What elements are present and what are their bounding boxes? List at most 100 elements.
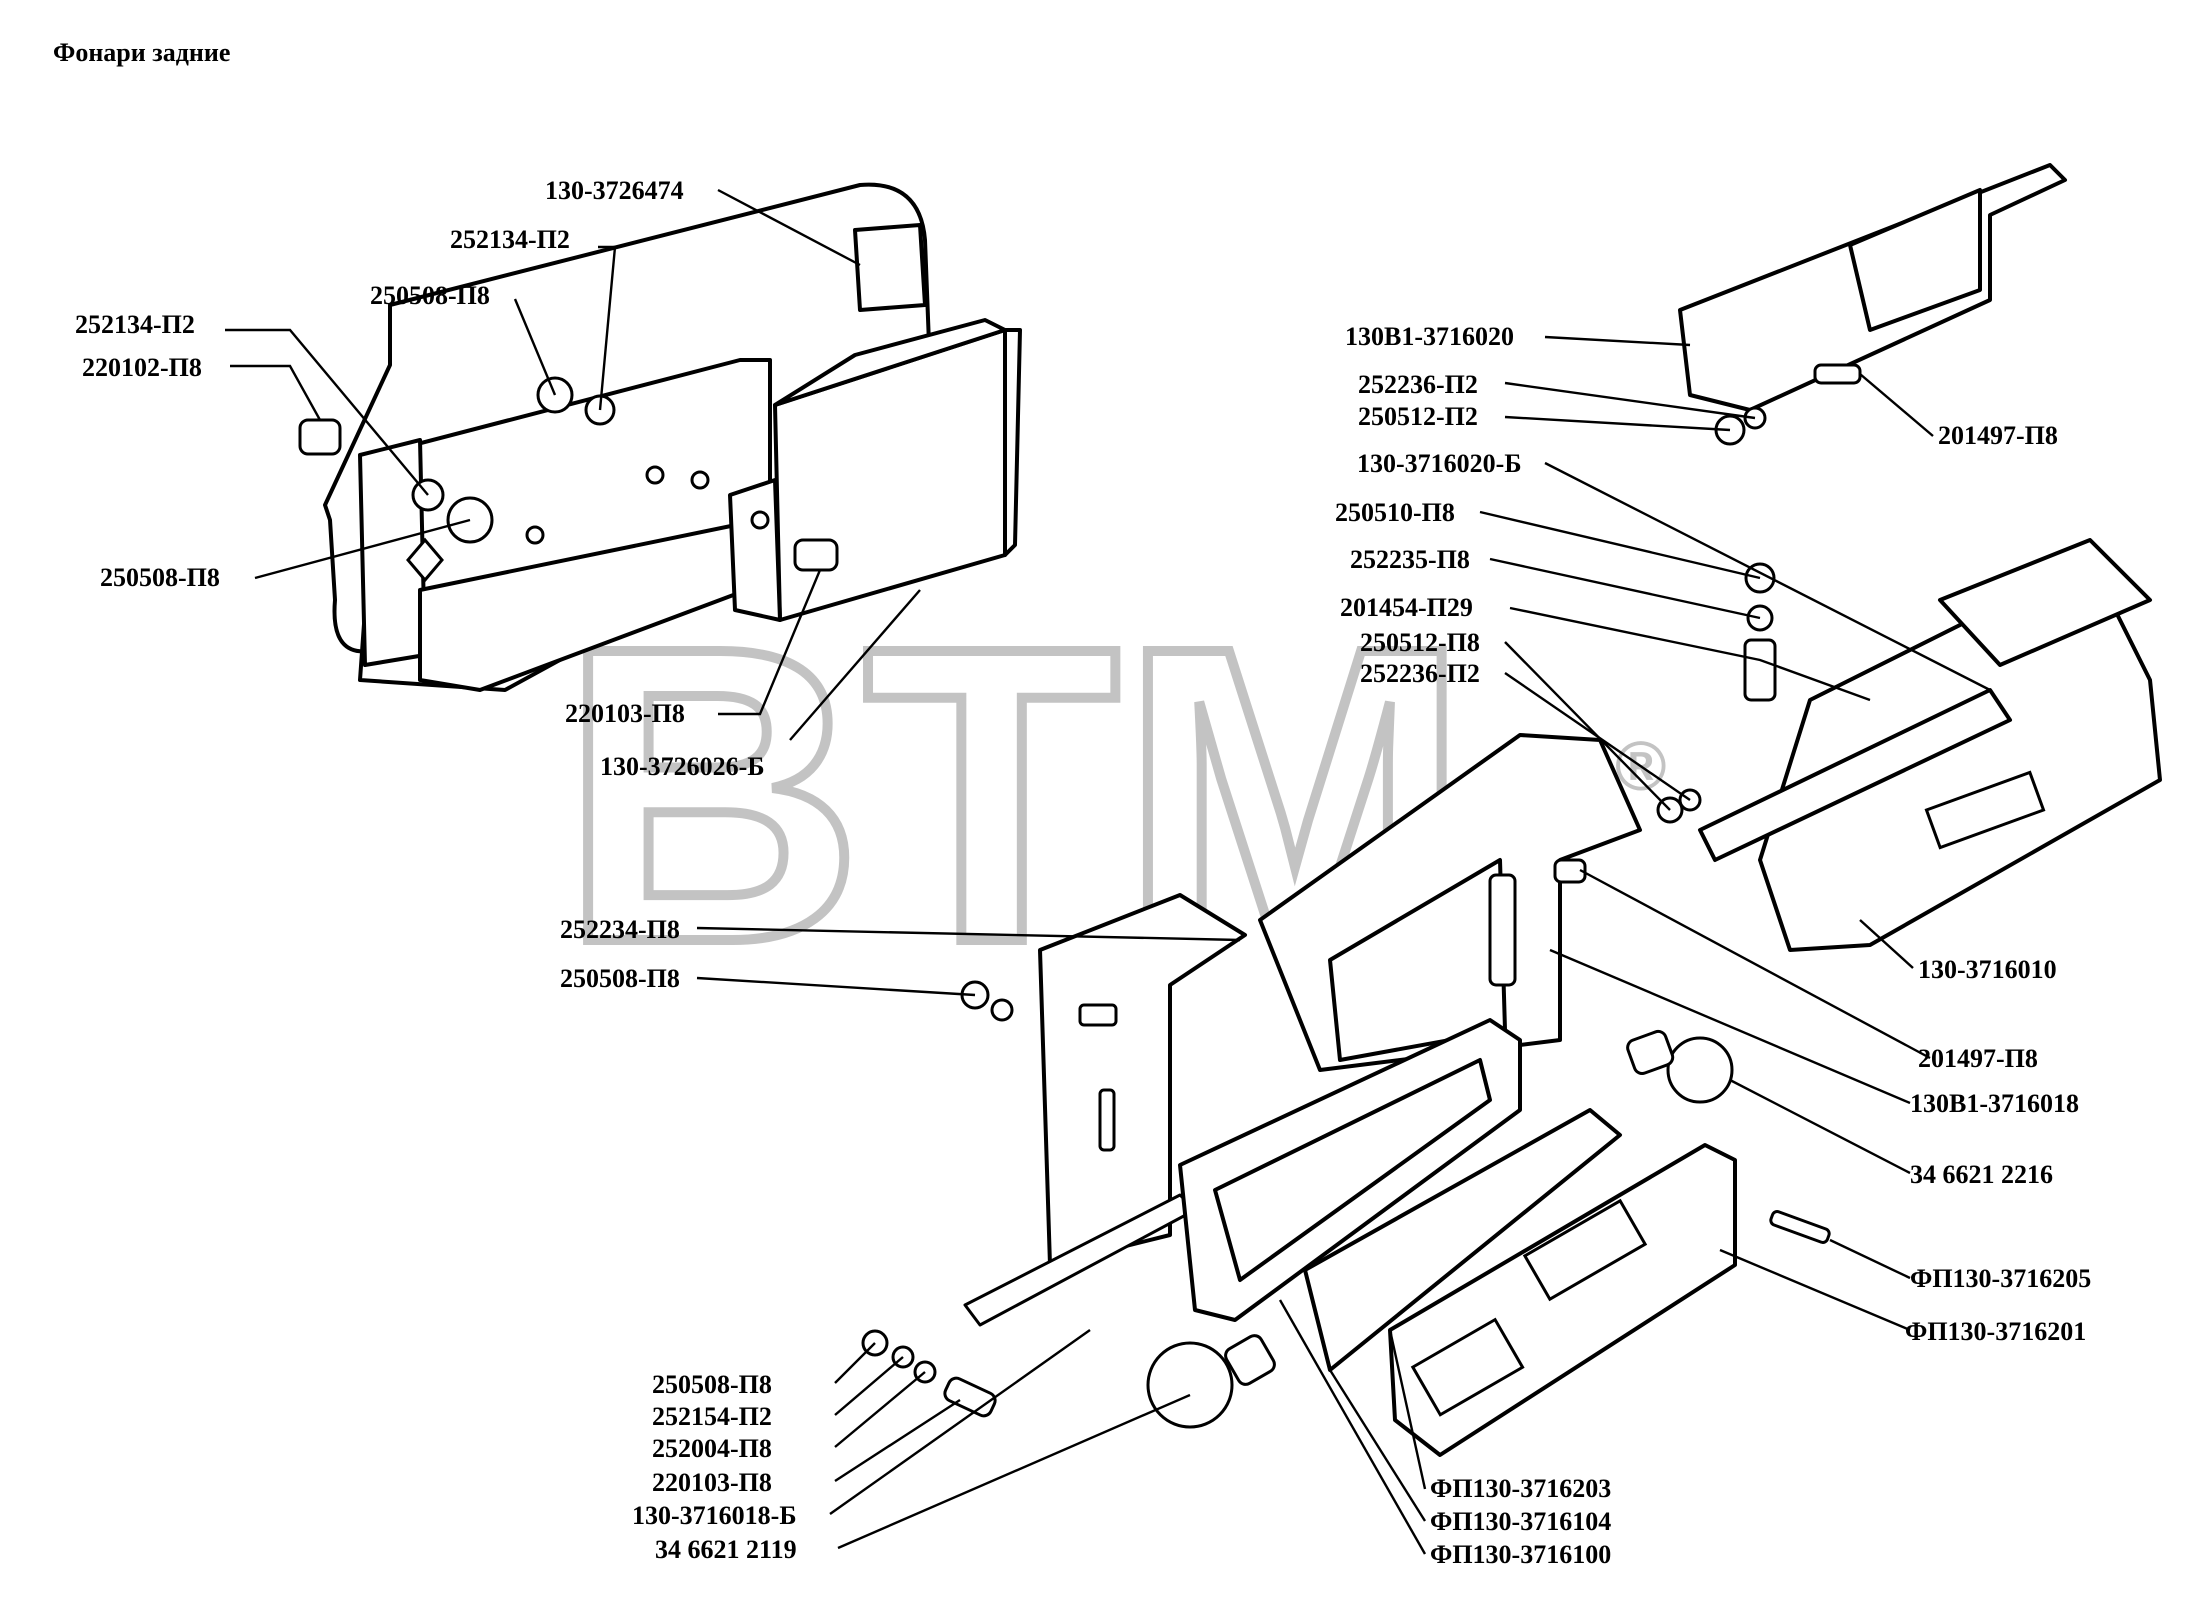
label-l22: 201497-П8 [1918, 1044, 2038, 1073]
label-l03: 250508-П8 [370, 281, 490, 310]
leader-l12 [1859, 373, 1934, 437]
leader-l03 [513, 298, 557, 396]
right-lamp-housing [1698, 538, 2162, 952]
label-l13: 130-3716020-Б [1357, 449, 1522, 478]
center-bracket [1258, 733, 1702, 1072]
leader-l29 [834, 1371, 926, 1448]
lamp-housing-top [773, 318, 1007, 407]
part-labels: 130-3726474 252134-П2 250508-П8 252134-П… [75, 176, 2091, 1569]
lens-window-2 [1410, 1317, 1525, 1417]
label-l12: 201497-П8 [1938, 421, 2058, 450]
bracket-slot-2 [1078, 1003, 1118, 1027]
label-l26: ФП130-3716201 [1905, 1317, 2086, 1346]
label-l17: 250512-П8 [1360, 628, 1480, 657]
leader-l31 [829, 1329, 1091, 1515]
housing-bracket-arm [1698, 688, 2012, 862]
leader-l01 [717, 188, 861, 267]
bracket-hole-2 [690, 470, 710, 490]
leader-l34 [1328, 1369, 1427, 1522]
leader-lines [225, 188, 1991, 1555]
label-l15: 252235-П8 [1350, 545, 1470, 574]
leader-l27 [834, 1342, 876, 1384]
upper-left-lamp-assembly [298, 182, 1022, 692]
bulb-base-2216 [1626, 1029, 1675, 1076]
leader-l15 [1489, 557, 1761, 620]
leader-l32 [837, 1393, 1191, 1550]
left-vertical-bracket [960, 893, 1247, 1327]
label-l08: 130-3726026-Б [600, 752, 765, 781]
leader-l21 [696, 976, 976, 997]
label-l29: 252004-П8 [652, 1434, 772, 1463]
label-l32: 34 6621 2119 [655, 1535, 797, 1564]
leader-l09 [1544, 335, 1691, 347]
upper-right-bracket [1678, 163, 2067, 446]
leader-l23 [1549, 948, 1911, 1105]
leader-l05 [230, 364, 322, 421]
leader-l22 [1579, 868, 1931, 1060]
label-l02: 252134-П2 [450, 225, 570, 254]
leader-l18 [1504, 672, 1691, 801]
label-l19: 130-3716010 [1918, 955, 2057, 984]
leader-l06 [254, 518, 471, 580]
leader-l28 [834, 1356, 904, 1416]
leader-l13 [1544, 461, 1991, 692]
leader-l07 [718, 569, 822, 716]
label-l14: 250510-П8 [1335, 498, 1455, 527]
leader-l08 [789, 589, 921, 741]
label-l24: 34 6621 2216 [1910, 1160, 2053, 1189]
label-l18: 252236-П2 [1360, 659, 1480, 688]
leader-l17 [1504, 641, 1671, 811]
label-l34: ФП130-3716104 [1430, 1507, 1611, 1536]
leader-l02 [598, 245, 617, 411]
leader-l16 [1509, 606, 1871, 702]
bracket-upper-fold [1848, 188, 1982, 332]
lamp-body [1178, 1018, 1831, 1457]
label-l06: 250508-П8 [100, 563, 220, 592]
bulb-34-6621-2119 [1146, 1341, 1234, 1429]
label-l10: 252236-П2 [1358, 370, 1478, 399]
label-l31: 130-3716018-Б [632, 1501, 797, 1530]
leader-l11 [1504, 415, 1731, 432]
screw-201454 [1743, 638, 1777, 702]
lamp-mount-ear [728, 478, 782, 622]
bracket-hole-1 [645, 465, 665, 485]
label-l27: 250508-П8 [652, 1370, 772, 1399]
label-l21: 250508-П8 [560, 964, 680, 993]
screw-220103-lower [943, 1376, 997, 1418]
upper-clip [853, 223, 927, 312]
label-l04: 252134-П2 [75, 310, 195, 339]
label-l16: 201454-П29 [1340, 593, 1473, 622]
leader-l26 [1719, 1248, 1911, 1332]
label-l30: 220103-П8 [652, 1468, 772, 1497]
leader-l25 [1829, 1238, 1911, 1280]
bolt-201497-center [1553, 858, 1587, 884]
bolt-201497-upper [1813, 363, 1862, 385]
screw-220103-upper [793, 538, 839, 572]
leader-l20 [696, 926, 1241, 942]
label-l28: 252154-П2 [652, 1402, 772, 1431]
label-l05: 220102-П8 [82, 353, 202, 382]
leader-l19 [1859, 919, 1914, 969]
lamp-body-inner [1213, 1058, 1492, 1282]
bulbs [1146, 1029, 1734, 1429]
lens-frame [1303, 1108, 1622, 1372]
bracket-hole-3 [525, 525, 545, 545]
bulb-base-2119 [1224, 1334, 1276, 1386]
label-l25: ФП130-3716205 [1910, 1264, 2091, 1293]
bulb-34-6621-2216 [1666, 1036, 1734, 1104]
bracket-hole-4 [750, 510, 770, 530]
screw-FP130-3716205 [1769, 1210, 1831, 1244]
label-l35: ФП130-3716100 [1430, 1540, 1611, 1569]
label-l09: 130В1-3716020 [1345, 322, 1514, 351]
washer-252234 [990, 998, 1014, 1022]
label-l20: 252234-П8 [560, 915, 680, 944]
page-title: Фонари задние [53, 38, 231, 67]
diamond-mark [406, 537, 444, 583]
lamp-housing-side [1003, 328, 1022, 557]
leader-l35 [1278, 1299, 1427, 1555]
bracket-slot-3 [1098, 1088, 1116, 1152]
leader-l30 [834, 1398, 961, 1483]
leader-l14 [1479, 510, 1761, 580]
leader-l04 [225, 328, 429, 496]
